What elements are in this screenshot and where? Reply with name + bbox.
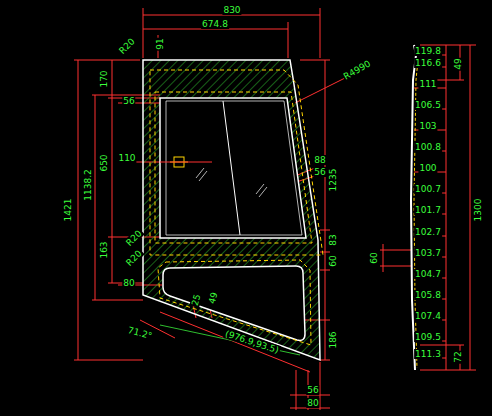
dimension-text: 100 (418, 163, 437, 173)
dimension-text: 103 (418, 121, 437, 131)
dimension-text: R20 (116, 35, 137, 56)
dimension-text: 56 (122, 96, 135, 106)
dimension-text: 60 (369, 251, 379, 264)
dimension-text: 111 (418, 79, 437, 89)
dimension-text: 80 (122, 278, 135, 288)
dimension-text: 101.7 (414, 205, 442, 215)
dimension-text: 107.4 (414, 311, 442, 321)
dimension-text: 119.8 (414, 46, 442, 56)
dimension-text: R4990 (341, 58, 373, 82)
dimension-text: 49 (453, 57, 463, 70)
dimension-text: 56 (306, 385, 319, 395)
dimension-text: 1421 (63, 198, 73, 223)
dimension-text: 110 (117, 153, 136, 163)
dimension-text: 88 (313, 155, 326, 165)
dimension-text: 100.8 (414, 142, 442, 152)
dimension-text: 1138.2 (83, 168, 93, 202)
dimension-text: R20 (123, 227, 144, 248)
dimension-text: 91 (155, 37, 165, 50)
dimension-text: 1235 (328, 168, 338, 193)
dimension-text: 83 (328, 233, 338, 246)
dimension-text: 650 (99, 153, 109, 172)
dimension-text: 106.5 (414, 100, 442, 110)
dimension-text: 105.8 (414, 290, 442, 300)
dimension-text: 111.3 (414, 349, 442, 359)
dimension-text: 80 (306, 398, 319, 408)
dimension-text: 60 (328, 254, 338, 267)
dimension-text: 103.7 (414, 248, 442, 258)
dimension-text: 674.8 (201, 19, 229, 29)
dimension-text: 71.2° (126, 325, 154, 342)
dimension-text: 102.7 (414, 227, 442, 237)
dimension-text: 163 (99, 240, 109, 259)
dimension-text: 186 (328, 330, 338, 349)
dimension-text: 109.5 (414, 332, 442, 342)
dimension-text: 100.7 (414, 184, 442, 194)
dimension-text: 1300 (473, 198, 483, 223)
dimension-text: R20 (123, 247, 144, 268)
dimension-text: 56 (313, 167, 326, 177)
dimension-text: 116.6 (414, 58, 442, 68)
dimension-text: 104.7 (414, 269, 442, 279)
dimension-text: 830 (222, 5, 241, 15)
dimension-text: 72 (453, 350, 463, 363)
dimension-text: 170 (99, 69, 109, 88)
